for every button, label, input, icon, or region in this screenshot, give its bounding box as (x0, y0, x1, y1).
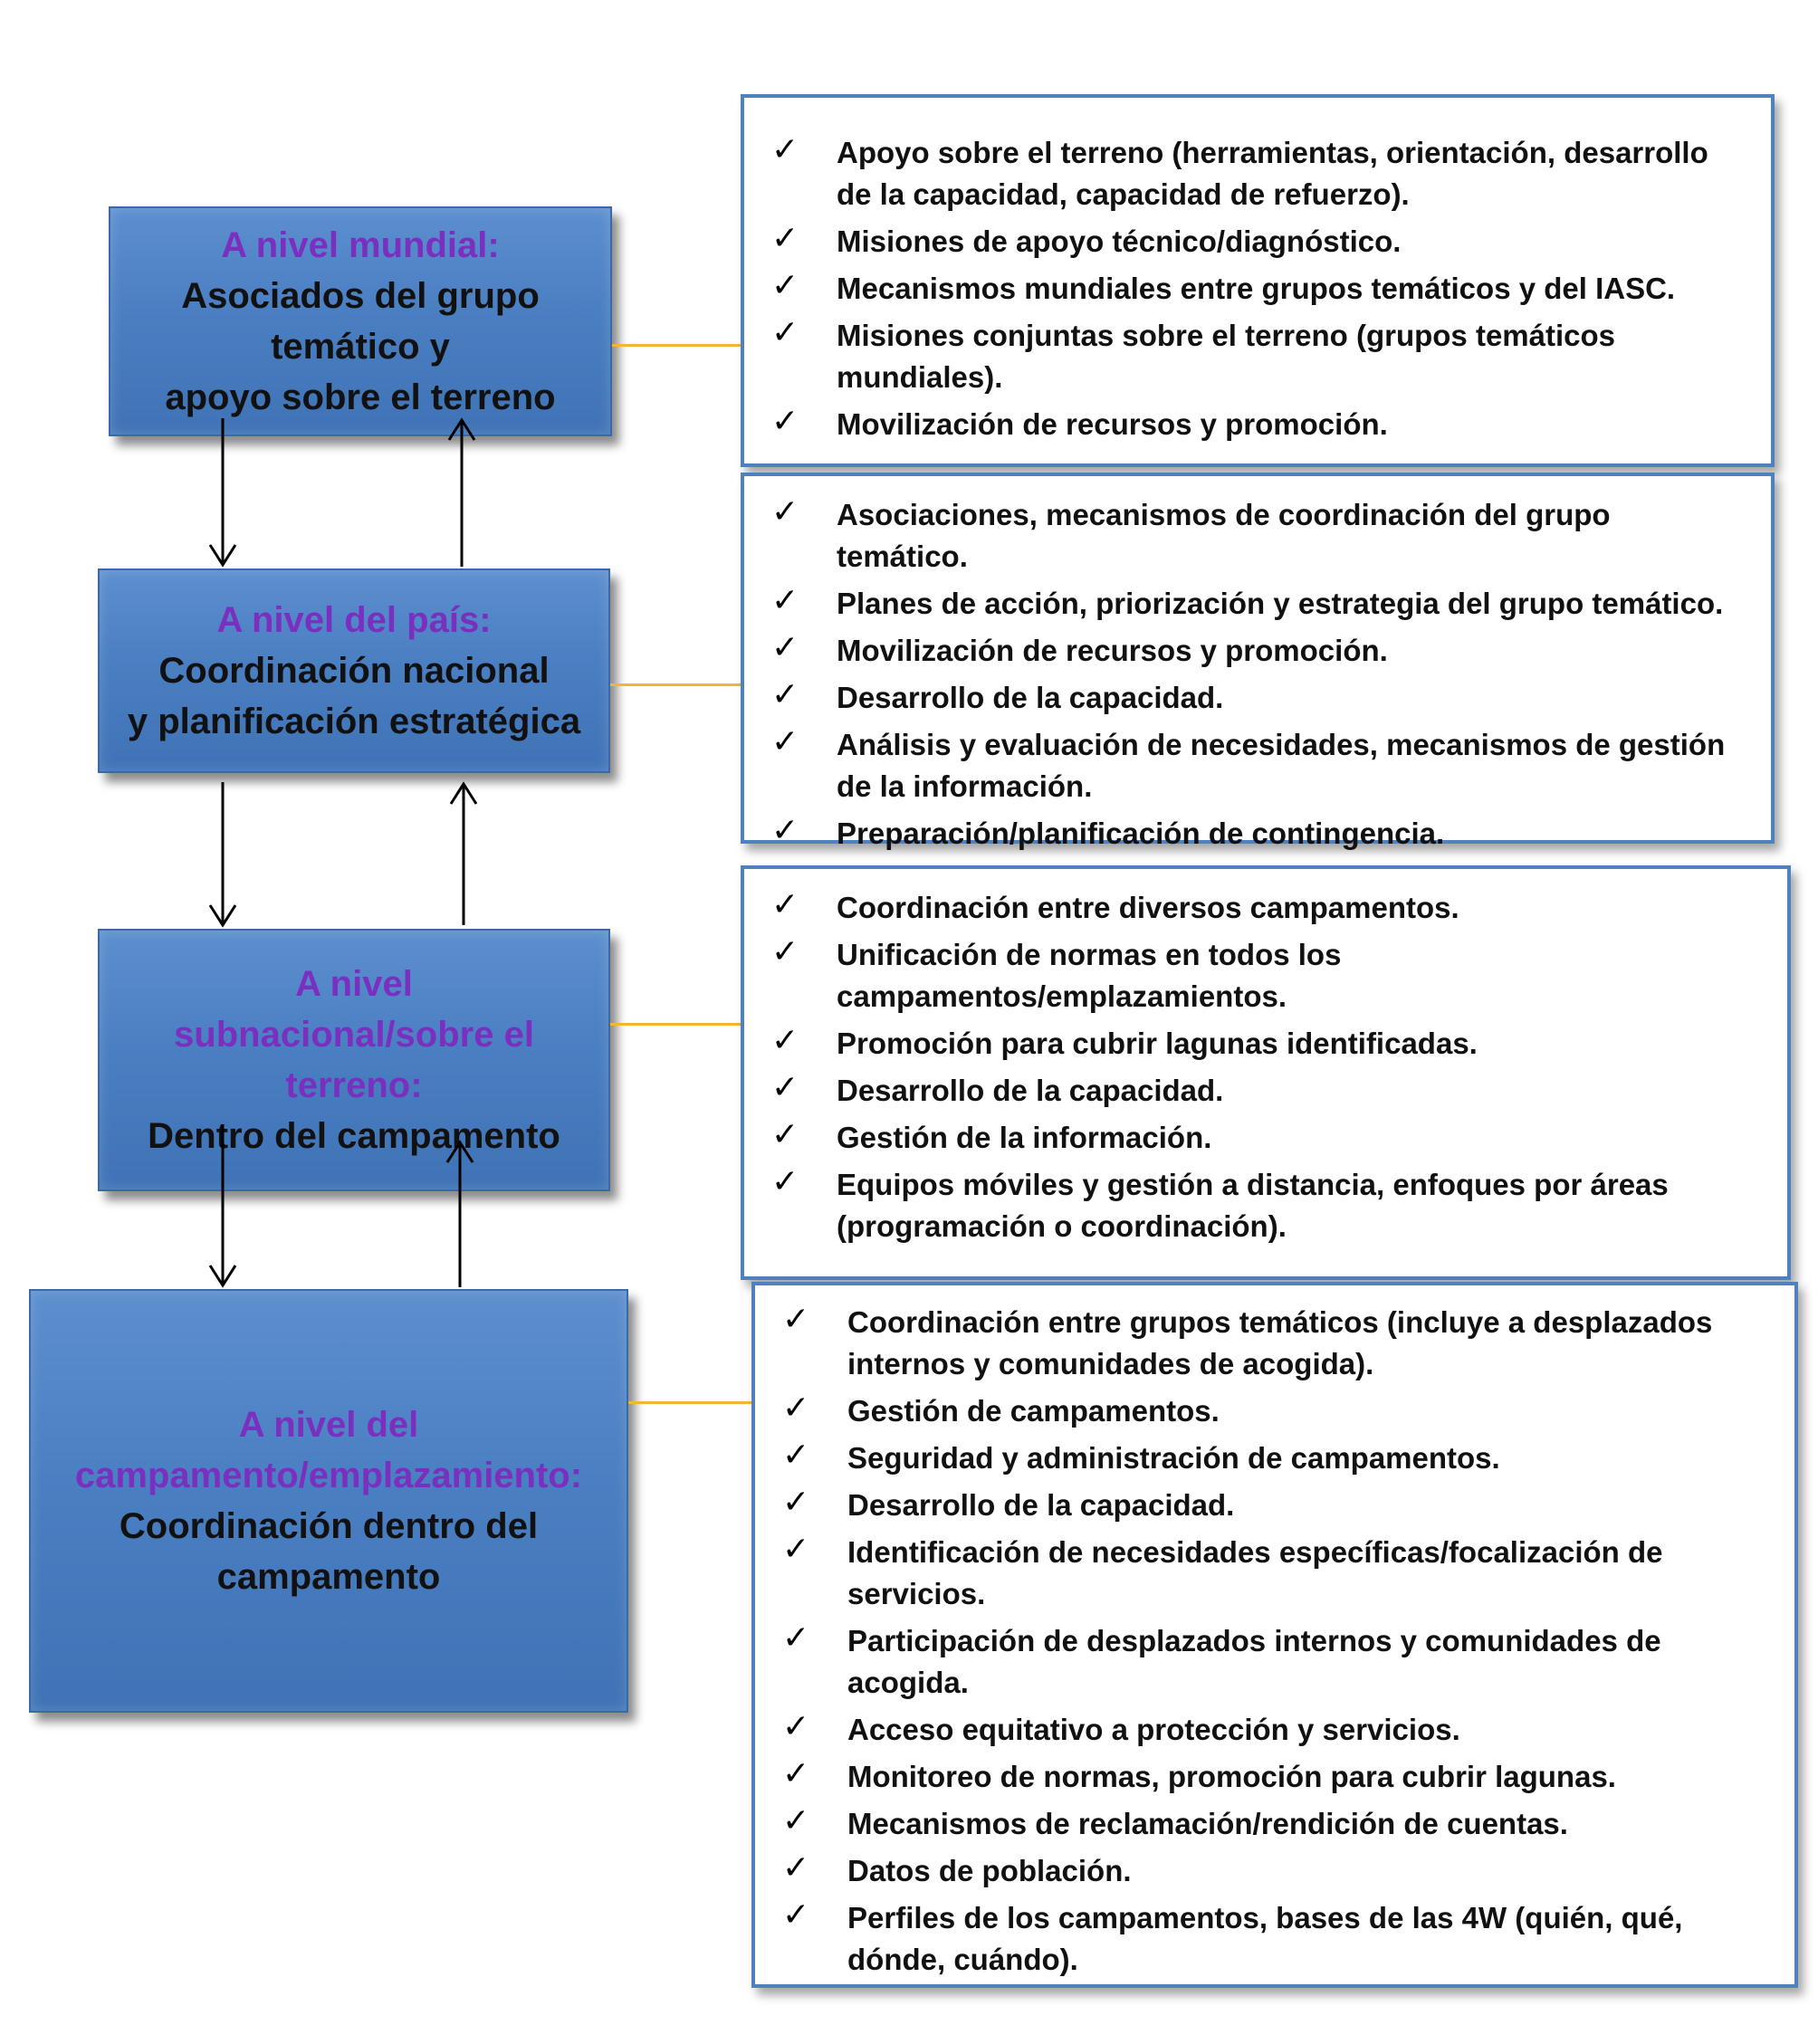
activity-panel-global: ✓Apoyo sobre el terreno (herramientas, o… (741, 94, 1775, 467)
check-icon: ✓ (771, 130, 799, 167)
list-item: ✓Coordinación entre grupos temáticos (in… (782, 1300, 1713, 1380)
activity-list: ✓Coordinación entre grupos temáticos (in… (755, 1300, 1767, 1981)
check-icon: ✓ (782, 1707, 810, 1744)
list-item: ✓Monitoreo de normas, promoción para cub… (782, 1754, 1616, 1793)
list-item: ✓Gestión de campamentos. (782, 1389, 1220, 1428)
check-icon: ✓ (771, 628, 799, 665)
arrow-down-head (208, 544, 237, 568)
check-icon: ✓ (782, 1848, 810, 1886)
list-item: ✓Apoyo sobre el terreno (herramientas, o… (771, 130, 1708, 211)
activity-list: ✓Asociaciones, mecanismos de coordinació… (744, 492, 1744, 855)
check-icon: ✓ (771, 885, 799, 922)
list-item: ✓Seguridad y administración de campament… (782, 1436, 1500, 1475)
level-box-subnational: A nivel subnacional/sobre el terreno: De… (98, 929, 610, 1191)
level-title: A nivel del país: (216, 600, 492, 640)
list-item: ✓Perfiles de los campamentos, bases de l… (782, 1896, 1683, 1976)
list-item: ✓Asociaciones, mecanismos de coordinació… (771, 492, 1611, 573)
check-icon: ✓ (782, 1754, 810, 1791)
check-icon: ✓ (771, 1021, 799, 1058)
level-subtitle: y planificación estratégica (127, 702, 581, 741)
check-icon: ✓ (771, 402, 799, 439)
list-item: ✓Unificación de normas en todos los camp… (771, 932, 1342, 1013)
check-icon: ✓ (782, 1483, 810, 1520)
list-item: ✓Desarrollo de la capacidad. (782, 1483, 1235, 1522)
level-subtitle: campamento (216, 1557, 441, 1597)
check-icon: ✓ (771, 219, 799, 256)
list-item: ✓Misiones conjuntas sobre el terreno (gr… (771, 313, 1616, 394)
check-icon: ✓ (771, 675, 799, 712)
list-item: ✓Misiones de apoyo técnico/diagnóstico. (771, 219, 1402, 258)
activity-list: ✓Apoyo sobre el terreno (herramientas, o… (744, 130, 1744, 445)
level-title: A nivel del campamento/emplazamiento: (74, 1405, 583, 1495)
list-item: ✓Identificación de necesidades específic… (782, 1530, 1663, 1610)
activity-panel-country: ✓Asociaciones, mecanismos de coordinació… (741, 473, 1775, 850)
list-item: ✓Mecanismos de reclamación/rendición de … (782, 1801, 1568, 1840)
level-subtitle: apoyo sobre el terreno (165, 377, 556, 417)
list-item: ✓Análisis y evaluación de necesidades, m… (771, 722, 1726, 803)
check-icon: ✓ (782, 1300, 810, 1337)
list-item: ✓Promoción para cubrir lagunas identific… (771, 1021, 1478, 1060)
check-icon: ✓ (771, 581, 799, 618)
check-icon: ✓ (771, 722, 799, 759)
arrow-down-head (208, 904, 237, 928)
level-title: A nivel subnacional/sobre el terreno: (174, 964, 534, 1105)
connector-line (612, 344, 741, 347)
list-item: ✓Preparación/planificación de contingenc… (771, 811, 1445, 850)
check-icon: ✓ (771, 492, 799, 530)
level-subtitle: Coordinación nacional (158, 651, 550, 691)
check-icon: ✓ (782, 1619, 810, 1656)
check-icon: ✓ (782, 1896, 810, 1933)
activity-list: ✓Coordinación entre diversos campamentos… (744, 885, 1751, 1247)
check-icon: ✓ (771, 313, 799, 350)
check-icon: ✓ (771, 811, 799, 848)
connector-line (610, 683, 741, 686)
connector-line (628, 1401, 751, 1404)
activity-panel-subnational: ✓Coordinación entre diversos campamentos… (741, 865, 1791, 1280)
list-item: ✓Equipos móviles y gestión a distancia, … (771, 1162, 1669, 1243)
level-subtitle: Asociados del grupo (181, 276, 540, 316)
arrow-down-head (208, 1265, 237, 1288)
level-box-camp: A nivel del campamento/emplazamiento: Co… (29, 1289, 628, 1713)
level-title: A nivel mundial: (221, 225, 500, 265)
list-item: ✓Desarrollo de la capacidad. (771, 1068, 1224, 1107)
level-box-country: A nivel del país: Coordinación nacional … (98, 568, 610, 773)
list-item: ✓Movilización de recursos y promoción. (771, 402, 1388, 441)
activity-panel-camp: ✓Coordinación entre grupos temáticos (in… (751, 1282, 1798, 1988)
check-icon: ✓ (782, 1389, 810, 1426)
list-item: ✓Desarrollo de la capacidad. (771, 675, 1224, 714)
list-item: ✓Movilización de recursos y promoción. (771, 628, 1388, 667)
level-subtitle: Coordinación dentro del (119, 1506, 539, 1546)
check-icon: ✓ (771, 1162, 799, 1199)
check-icon: ✓ (782, 1801, 810, 1839)
list-item: ✓Planes de acción, priorización y estrat… (771, 581, 1724, 620)
list-item: ✓Acceso equitativo a protección y servic… (782, 1707, 1460, 1746)
arrow-up-head (449, 781, 478, 805)
level-box-global: A nivel mundial: Asociados del grupo tem… (109, 206, 612, 436)
check-icon: ✓ (771, 932, 799, 969)
connector-line (610, 1023, 741, 1026)
list-item: ✓Datos de población. (782, 1848, 1132, 1887)
check-icon: ✓ (782, 1530, 810, 1567)
list-item: ✓Gestión de la información. (771, 1115, 1212, 1154)
list-item: ✓Coordinación entre diversos campamentos… (771, 885, 1459, 924)
check-icon: ✓ (771, 1115, 799, 1152)
list-item: ✓Mecanismos mundiales entre grupos temát… (771, 266, 1676, 305)
check-icon: ✓ (771, 266, 799, 303)
level-subtitle: temático y (271, 327, 450, 367)
level-subtitle: Dentro del campamento (148, 1116, 560, 1156)
check-icon: ✓ (771, 1068, 799, 1105)
list-item: ✓Participación de desplazados internos y… (782, 1619, 1661, 1699)
check-icon: ✓ (782, 1436, 810, 1473)
